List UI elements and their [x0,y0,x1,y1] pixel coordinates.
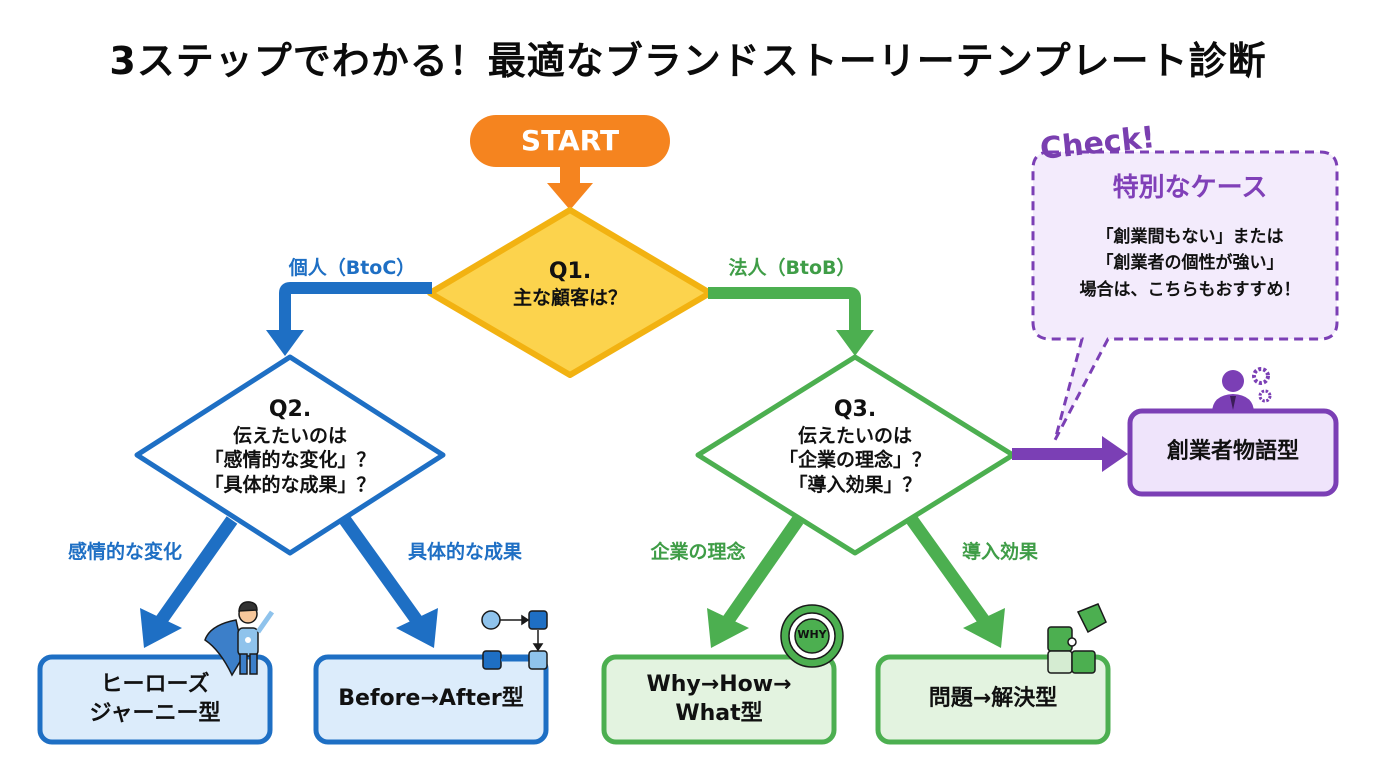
callout-line3: 場合は、こちらもおすすめ！ [1079,279,1301,300]
btoc-arrow [266,282,432,356]
result-why-line2: What型 [675,700,763,726]
branch-label-philosophy: 企業の理念 [650,541,746,563]
why-icon-text: WHY [797,628,827,641]
concrete-arrow [339,516,438,648]
result-label-problem-solution: 問題→解決型 [878,657,1108,742]
philosophy-arrow [707,516,804,648]
result-label-before-after: Before→After型 [316,657,546,742]
q3-text: Q3. 伝えたいのは 「企業の理念」？ 「導入効果」？ [745,396,965,497]
effect-arrow [906,516,1005,648]
q2-number: Q2. [268,397,312,422]
why-target-icon [780,604,844,668]
branch-label-btob: 法人（BtoB） [728,257,856,279]
branch-label-btoc: 個人（BtoC） [288,257,416,279]
q2-line2: 「感情的な変化」？ [204,449,376,472]
q3-decision-diamond[interactable] [695,354,1016,556]
branch-label-concrete: 具体的な成果 [407,541,522,563]
q1-question: 主な顧客は？ [512,287,627,310]
start-to-q1-arrow [547,165,593,210]
callout-line2: 「創業者の個性が強い」 [1096,253,1284,274]
result-hero-line1: ヒーローズ [100,672,210,698]
special-case-callout [1031,150,1339,441]
q3-line3: 「導入効果」？ [788,473,922,496]
process-flow-icon [481,610,548,670]
branch-label-effect: 導入効果 [961,541,1038,563]
result-hero-line2: ジャーニー型 [89,700,221,726]
q2-text: Q2. 伝えたいのは 「感情的な変化」？ 「具体的な成果」？ [180,396,400,497]
callout-title: 特別なケース [1112,173,1268,203]
q3-number: Q3. [833,397,877,422]
result-label-hero: ヒーローズ ジャーニー型 [40,657,270,742]
page-title: 3ステップでわかる！最適なブランドストーリーテンプレート診断 [109,39,1267,83]
q2-line1: 伝えたいのは [232,425,347,448]
superhero-icon [204,601,275,677]
result-box-why-how-what[interactable] [601,654,837,745]
result-box-hero[interactable] [37,654,273,745]
btob-arrow [708,287,874,356]
result-label-why-how-what: Why→How→ What型 [604,657,834,742]
result-problem-line1: 問題→解決型 [928,686,1058,712]
branch-label-emotional: 感情的な変化 [67,541,182,563]
founder-arrow [1012,436,1128,472]
q1-decision-diamond[interactable] [427,207,713,378]
q3-line2: 「企業の理念」？ [778,449,931,472]
q1-number: Q1. [548,259,592,284]
start-label: START [520,124,620,157]
result-why-line1: Why→How→ [646,672,792,698]
result-box-before-after[interactable] [313,654,549,745]
callout-line1: 「創業間もない」または [1096,227,1284,247]
result-label-founder: 創業者物語型 [1166,439,1299,465]
q3-line1: 伝えたいのは [797,425,912,448]
q1-text: Q1. 主な顧客は？ [470,258,670,310]
result-before-after-line1: Before→After型 [338,686,524,712]
businessperson-gears-icon [1212,367,1272,413]
q2-line3: 「具体的な成果」？ [204,473,376,496]
callout-body: 「創業間もない」または 「創業者の個性が強い」 場合は、こちらもおすすめ！ [1030,224,1350,303]
q2-decision-diamond[interactable] [134,354,446,556]
emotional-arrow [140,516,238,648]
result-box-problem-solution[interactable] [875,654,1111,745]
start-node[interactable] [470,115,670,167]
puzzle-icon [1047,603,1107,674]
